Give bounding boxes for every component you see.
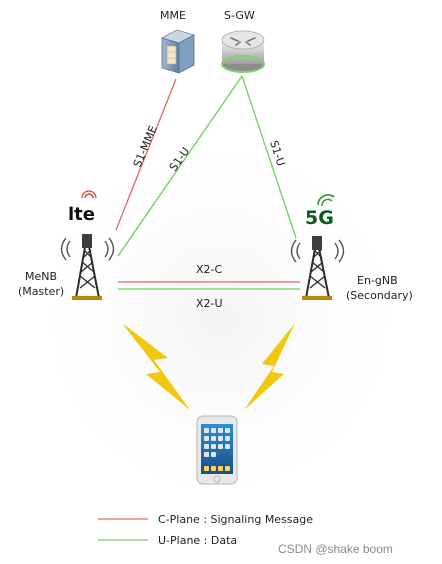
mme-label: MME xyxy=(160,9,186,22)
legend-c-plane-label: C-Plane : Signaling Message xyxy=(158,513,313,526)
cell-tower-icon xyxy=(290,236,345,300)
s1-mme-link xyxy=(115,78,177,231)
lte-logo-text: lte xyxy=(68,204,95,225)
lightning-icon xyxy=(122,323,190,410)
5g-logo-text: 5G xyxy=(305,207,334,229)
5g-logo: 5G xyxy=(305,194,335,229)
sgw-label: S-GW xyxy=(224,9,255,22)
engnb-label-name: En-gNB xyxy=(357,274,398,287)
smartphone-icon xyxy=(196,415,238,485)
x2-c-label: X2-C xyxy=(196,263,223,276)
lte-logo: lte xyxy=(68,190,97,225)
cell-tower-icon xyxy=(60,234,115,300)
engnb-label-role: (Secondary) xyxy=(346,289,413,302)
router-icon xyxy=(221,30,265,73)
lightning-icon xyxy=(244,323,295,410)
menb-label-role: (Master) xyxy=(18,285,64,298)
server-icon xyxy=(160,29,196,74)
watermark: CSDN @shake boom xyxy=(278,542,393,556)
s1-u-menb-link xyxy=(117,75,243,257)
x2-u-label: X2-U xyxy=(196,297,223,310)
s1-u-engnb-link xyxy=(241,75,297,239)
legend: C-Plane : Signaling Message U-Plane : Da… xyxy=(98,513,313,547)
menb-label-name: MeNB xyxy=(25,270,57,283)
legend-u-plane-label: U-Plane : Data xyxy=(158,534,237,547)
